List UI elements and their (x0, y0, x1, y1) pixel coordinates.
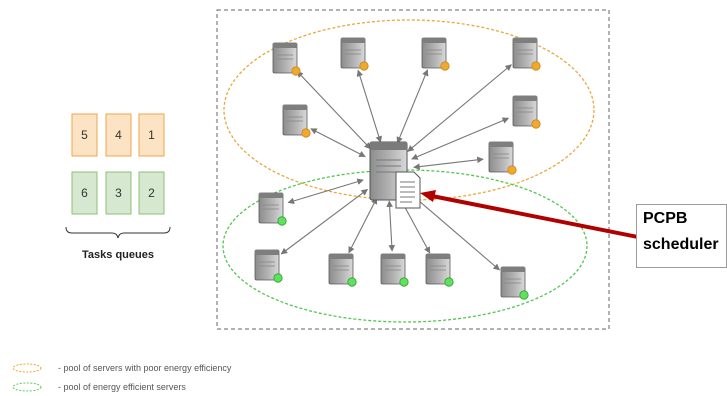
orange-dot-icon (440, 61, 450, 71)
connection-arrow (411, 117, 510, 160)
server-icon (258, 192, 287, 226)
connection-arrow (310, 128, 366, 158)
datacenter-boundary (216, 9, 610, 330)
server-icon (500, 266, 529, 300)
task-box: 5 (71, 113, 98, 157)
task-number: 6 (81, 186, 88, 200)
orange-dot-icon (301, 128, 311, 138)
green-dot-icon (277, 216, 287, 226)
legend-poor-swatch (12, 363, 42, 373)
connection-arrow (396, 69, 429, 144)
orange-dot-icon (531, 119, 541, 129)
task-box: 2 (138, 171, 165, 215)
green-dot-icon (347, 277, 357, 287)
server-icon (512, 95, 541, 129)
connection-arrow (413, 156, 484, 170)
green-dot-icon (519, 290, 529, 300)
connections (280, 64, 512, 271)
legend: - pool of servers with poor energy effic… (12, 363, 232, 392)
server-icon (254, 249, 283, 283)
scheduler-callout-label: PCPB scheduler (643, 206, 727, 258)
server-icon (272, 42, 301, 76)
server-icon (421, 37, 450, 71)
server-icon (512, 37, 541, 71)
scheduler-label-line2: scheduler (643, 236, 719, 253)
task-queue-caption: Tasks queues (82, 249, 154, 261)
task-box: 6 (71, 171, 98, 215)
connection-arrow (348, 197, 378, 254)
efficient-pool (222, 169, 588, 323)
task-queue-brace (65, 226, 171, 239)
task-number: 3 (115, 186, 122, 200)
server-group (254, 37, 541, 300)
legend-poor-text: - pool of servers with poor energy effic… (58, 363, 232, 373)
task-box: 3 (105, 171, 132, 215)
task-box: 4 (105, 113, 132, 157)
connection-arrow (406, 190, 501, 271)
scheduler-pointer-arrow (420, 190, 639, 239)
server-icon (282, 104, 311, 138)
task-number: 1 (148, 128, 155, 142)
document-icon (395, 171, 421, 209)
green-dot-icon (399, 277, 409, 287)
task-queue: 5 4 1 6 3 2 (71, 113, 165, 215)
task-number: 2 (148, 186, 155, 200)
green-dot-icon (444, 277, 454, 287)
scheduler-label-line1: PCPB (643, 210, 688, 227)
server-icon (425, 253, 454, 287)
task-box: 1 (138, 113, 165, 157)
orange-dot-icon (507, 165, 517, 175)
green-dot-icon (273, 273, 283, 283)
connection-arrow (386, 200, 396, 252)
orange-dot-icon (531, 61, 541, 71)
task-number: 5 (81, 128, 88, 142)
task-number: 4 (115, 128, 122, 142)
connection-arrow (296, 70, 371, 150)
connection-arrow (356, 69, 382, 143)
legend-efficient-text: - pool of energy efficient servers (58, 382, 186, 392)
server-icon (380, 253, 409, 287)
orange-dot-icon (359, 61, 369, 71)
server-icon (328, 253, 357, 287)
legend-efficient-swatch (12, 382, 42, 392)
scheduler-callout-box (636, 204, 727, 268)
server-icon (488, 141, 517, 175)
connection-arrow (280, 188, 369, 255)
connection-arrow (287, 178, 364, 205)
orange-dot-icon (291, 66, 301, 76)
server-icon (340, 37, 369, 71)
